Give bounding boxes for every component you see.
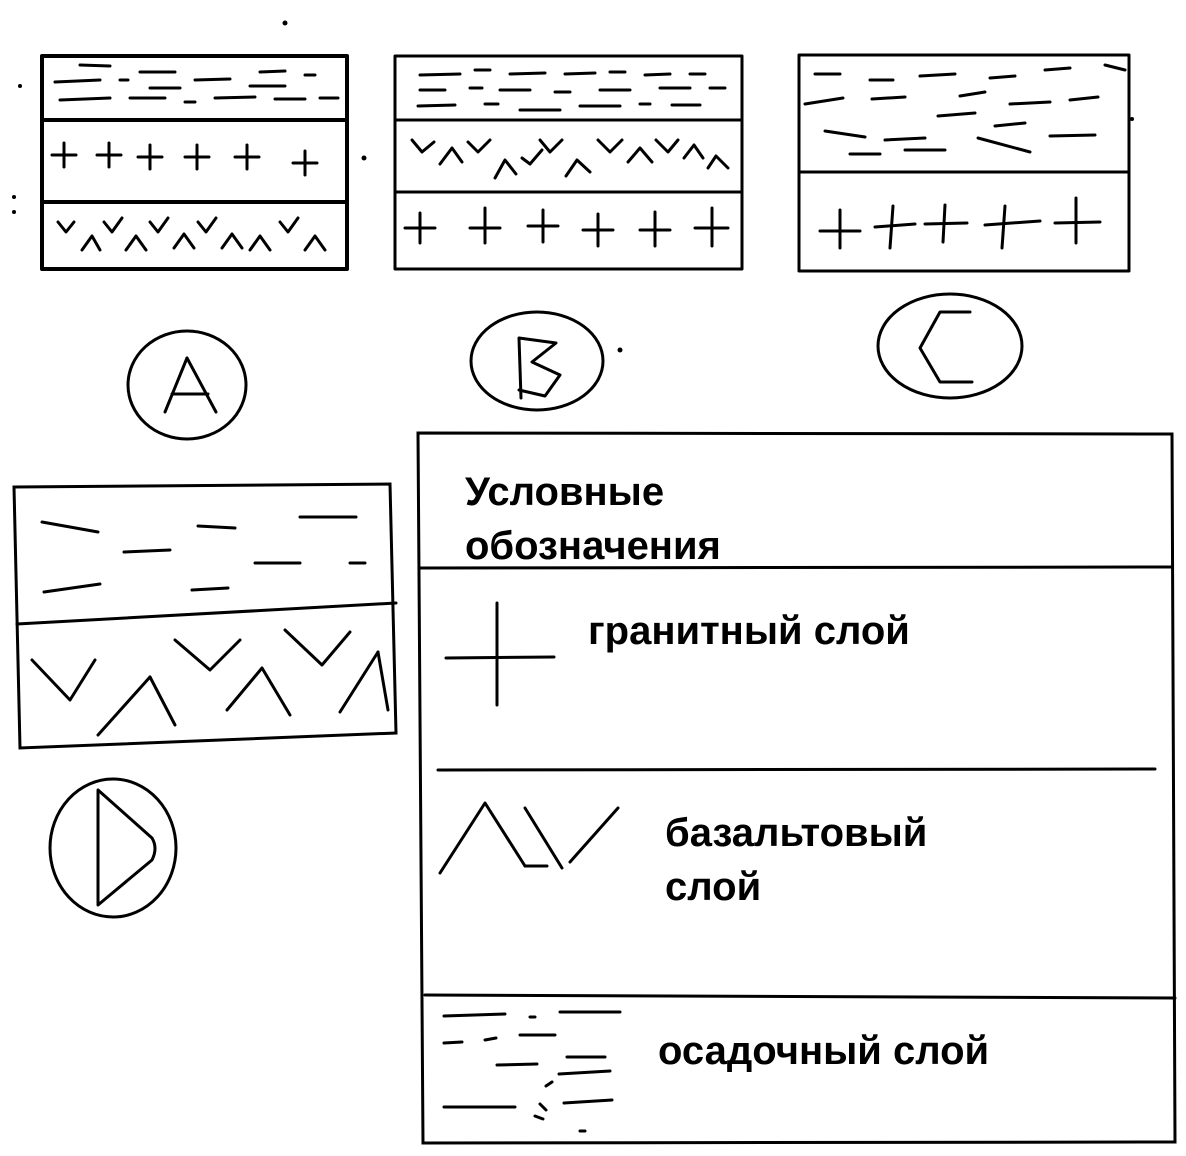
legend-divider <box>417 565 1174 570</box>
panel-a-frame <box>40 54 349 271</box>
panel-d-frame <box>12 482 398 750</box>
panel-b-frame <box>393 54 744 271</box>
label-a-circle <box>126 329 248 441</box>
label-c-text: C <box>936 322 965 366</box>
legend <box>416 431 1177 1145</box>
sedimentary-pattern <box>416 68 727 112</box>
label-a-text: A <box>173 361 202 405</box>
sedimentary-pattern <box>803 63 1127 156</box>
label-b-circle <box>469 310 605 412</box>
letter-d-glyph <box>96 788 157 907</box>
granite-pattern <box>50 141 319 177</box>
basalt-pattern <box>30 628 390 737</box>
legend-label-sedimentary: осадочный слой <box>658 1029 990 1073</box>
letter-b-glyph <box>517 336 562 400</box>
panel-d-divider <box>15 601 398 626</box>
label-c: C <box>876 292 1024 400</box>
legend-divider <box>436 767 1157 772</box>
sedimentary-pattern <box>40 515 367 594</box>
legend-label-basalt: базальтовый слой <box>665 811 928 909</box>
plus-icon <box>444 601 556 707</box>
letter-c-glyph <box>918 310 974 384</box>
sedimentary-pattern <box>53 63 340 104</box>
letter-a-glyph <box>163 356 218 414</box>
legend-frame <box>416 431 1177 1145</box>
label-b-text: B <box>523 337 552 381</box>
legend-label-granite: гранитный слой <box>588 609 910 653</box>
label-d-circle <box>48 777 178 919</box>
stray-dots <box>12 20 1134 353</box>
panel-d <box>12 482 398 750</box>
basalt-pattern <box>56 216 327 252</box>
label-d: D <box>48 777 178 919</box>
panel-a <box>40 54 349 271</box>
panel-b <box>393 54 744 271</box>
granite-pattern <box>403 206 730 248</box>
label-b: B <box>469 310 605 412</box>
legend-title: Условные обозначения <box>465 470 721 568</box>
granite-pattern <box>818 196 1102 250</box>
label-a: A <box>126 329 248 441</box>
dashes-icon <box>442 1010 622 1133</box>
panel-c-frame <box>797 53 1131 273</box>
basalt-pattern <box>410 138 730 180</box>
legend-divider <box>423 993 1177 1000</box>
label-d-text: D <box>99 824 128 868</box>
panel-c <box>797 53 1131 273</box>
zigzag-icon <box>438 801 620 875</box>
label-c-circle <box>876 292 1024 400</box>
